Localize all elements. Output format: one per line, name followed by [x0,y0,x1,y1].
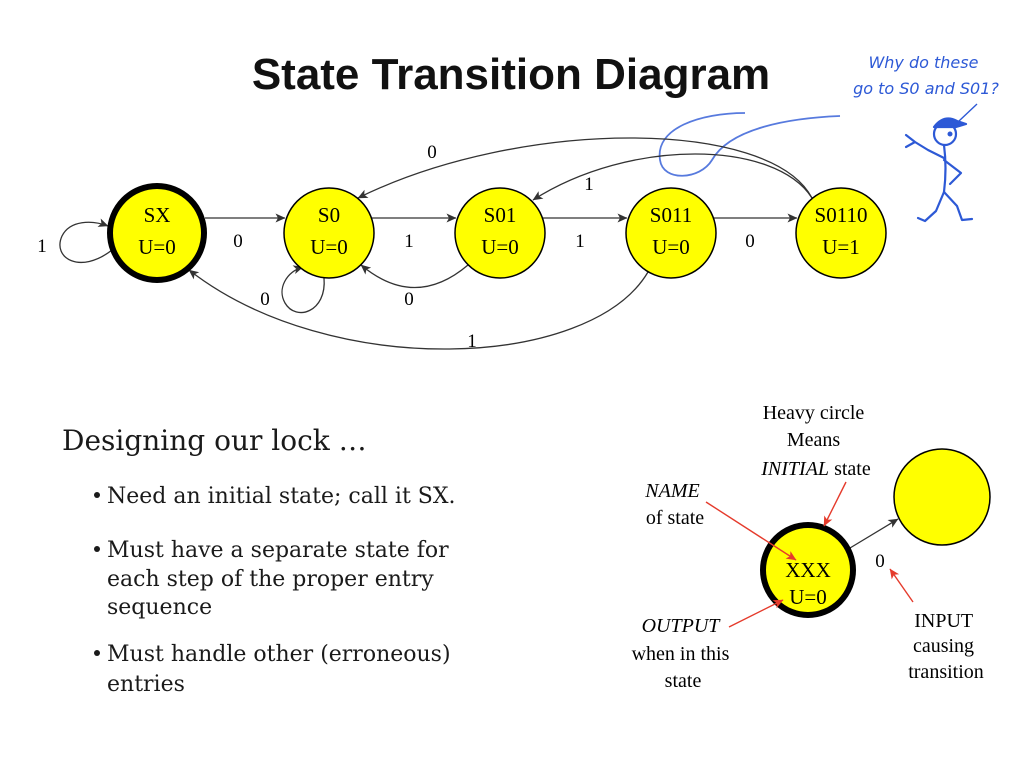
state-s0110-name: S0110 [815,203,868,227]
legend-output-line-2: when in this [632,643,730,665]
edge-label-s01-to-s011: 1 [575,231,585,252]
state-s0110: S0110 U=1 [795,187,887,279]
state-s011-circle [625,187,717,279]
legend-name-pointer [705,501,797,561]
edge-s0110-to-s0 [357,137,813,199]
bullet-line: entries [107,672,185,697]
edge-label-s0110-to-s01: 1 [584,174,594,195]
legend-example-state-output: U=0 [789,585,827,609]
state-sx-circle [107,183,207,283]
figure-leg-left [916,190,946,223]
annotation: Why do these go to S0 and S01? [658,53,999,223]
state-s0-output: U=0 [310,235,348,259]
legend-input-pointer [889,568,914,603]
legend-transition-arrow [849,518,899,549]
state-s0-circle [283,187,375,279]
state-sx-name: SX [144,203,171,227]
bullet-item: Must handle other (erroneous) entries [94,642,451,697]
edge-s0-to-s0 [281,265,325,314]
state-s011-name: S011 [650,203,692,227]
edge-label-sx-to-sx: 1 [37,236,47,257]
figure-arm-left [904,133,946,160]
state-s011-output: U=0 [652,235,690,259]
annotation-text: Why do these go to S0 and S01? [853,53,999,98]
state-sx: SX U=0 [107,183,207,283]
legend-name-rest: of state [646,507,704,529]
annotation-scribble [658,112,841,177]
edge-label-s0-to-s01: 1 [404,231,414,252]
figure-eye [947,131,953,137]
bullet-line: sequence [107,595,212,620]
state-s0110-output: U=1 [822,235,860,259]
annotation-pointer [958,103,978,122]
legend-output-emphasis: OUTPUT [642,615,722,637]
edge-label-s0-to-s0: 0 [260,289,270,310]
legend-input-line-2: causing [913,635,974,657]
bullet-line: Need an initial state; call it SX. [107,484,456,509]
bullet-dot [94,650,100,656]
legend-initial-line-1: Heavy circle [763,402,865,424]
state-sx-output: U=0 [138,235,176,259]
legend-initial-rest: state [834,458,871,480]
legend-output-line-3: state [665,670,702,692]
edge-label-s011-to-sx: 1 [467,331,477,352]
bullet-dot [94,546,100,552]
states: SX U=0 S0 U=0 S01 U=0 S011 U=0 S0110 U=1 [107,183,887,283]
legend-name-note: NAME of state [644,480,704,529]
legend-name-emphasis: NAME [644,480,699,502]
figure-leg-right [942,190,974,222]
bullet-dot [94,492,100,498]
legend: Heavy circle Means INITIAL state NAME of… [632,402,991,692]
legend-example-state-circle [760,522,856,618]
edge-label-s0110-to-s0: 0 [427,142,437,163]
state-s0: S0 U=0 [283,187,375,279]
figure-arm-right [942,158,963,186]
bullet-line: Must handle other (erroneous) [107,642,451,667]
legend-transition-label: 0 [875,551,885,572]
legend-output-pointer [728,599,784,628]
state-s01-output: U=0 [481,235,519,259]
transitions: 1 0 0 1 0 1 1 0 0 1 [37,137,813,352]
stick-figure-icon [904,117,974,223]
bullet-item: Must have a separate state for each step… [94,538,449,620]
legend-initial-emphasis: INITIAL [760,458,829,480]
bullet-line: each step of the proper entry [107,567,434,592]
edge-label-sx-to-s0: 0 [233,231,243,252]
state-s01: S01 U=0 [454,187,546,279]
legend-example-state: XXX U=0 [760,522,856,618]
legend-initial-pointer [823,481,847,527]
page-title: State Transition Diagram [252,50,770,99]
edge-label-s011-to-s0110: 0 [745,231,755,252]
notes-heading: Designing our lock … [62,424,367,457]
figure-body [942,143,947,194]
legend-output-note: OUTPUT when in this state [632,615,735,692]
state-s0110-circle [795,187,887,279]
notes: Designing our lock … Need an initial sta… [62,424,456,697]
edge-sx-to-sx [59,218,113,263]
annotation-line-1: Why do these [868,53,978,72]
edge-label-s01-to-s0: 0 [404,289,414,310]
edge-s011-to-sx [188,269,649,350]
legend-input-line-1: INPUT [914,610,973,632]
state-s011: S011 U=0 [625,187,717,279]
legend-example-state-name: XXX [785,558,831,582]
state-s01-name: S01 [484,203,517,227]
annotation-line-2: go to S0 and S01? [853,79,999,98]
figure-cap [932,117,968,129]
legend-target-state-circle [893,448,991,546]
legend-initial-note: Heavy circle Means INITIAL state [760,402,871,480]
legend-input-note: INPUT causing transition [908,610,984,683]
edge-s0110-to-s01 [532,153,813,201]
legend-input-line-3: transition [908,661,984,683]
legend-initial-line-2: Means [787,429,841,451]
state-s0-name: S0 [318,203,340,227]
state-s01-circle [454,187,546,279]
bullet-line: Must have a separate state for [107,538,449,563]
bullet-item: Need an initial state; call it SX. [94,484,456,509]
edge-s01-to-s0 [360,264,469,289]
